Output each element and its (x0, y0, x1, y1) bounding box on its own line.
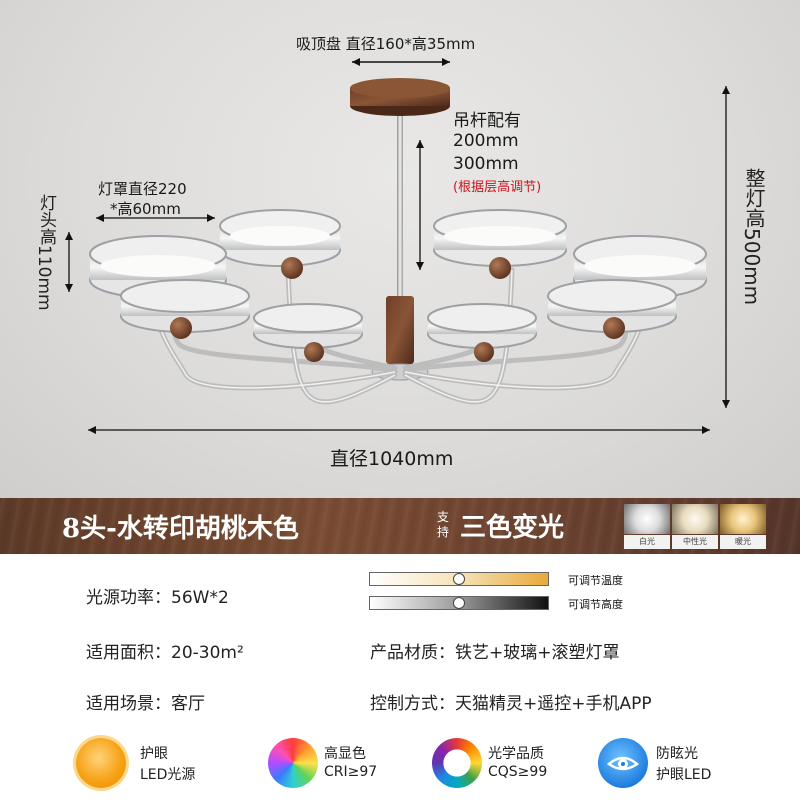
eye-icon (598, 738, 648, 788)
tri-color-label: 三色变光 (460, 513, 565, 543)
spec-control: 控制方式：天猫精灵+遥控+手机APP (370, 694, 652, 714)
sun-icon (76, 738, 126, 788)
product-image: 吸顶盘 直径160*高35mm 吊杆配有 200mm 300mm (根据层高调节… (0, 0, 800, 498)
head-height-label: 灯头高 110mm (34, 194, 56, 311)
spec-scene: 适用场景：客厅 (86, 694, 205, 714)
spec-power: 光源功率：56W*2 (86, 588, 229, 608)
product-variant-title: 8头-水转印胡桃木色 (62, 514, 299, 544)
canopy-dimension-label: 吸顶盘 直径160*高35mm (296, 35, 476, 53)
total-height-label: 整灯高 500mm (740, 168, 766, 306)
temperature-knob (453, 573, 465, 585)
height-knob (453, 597, 465, 609)
support-label: 支持 (437, 510, 450, 539)
lamp-shades (89, 209, 707, 362)
spec-area: 适用面积：20-30m² (86, 643, 244, 663)
title-banner: 8头-水转印胡桃木色 支持 三色变光 白光 中性光 暖光 (0, 498, 800, 554)
height-bar-label: 可调节高度 (568, 598, 623, 611)
spectrum-ring-icon (432, 738, 482, 788)
overall-diameter-label: 直径1040mm (330, 448, 454, 470)
shade-height-label: *高60mm (110, 200, 181, 218)
rod-length-200: 200mm (453, 131, 519, 151)
chandelier-illustration (65, 58, 730, 434)
shade-diameter-label: 灯罩直径220 (98, 180, 187, 198)
temperature-bar-label: 可调节温度 (568, 574, 623, 587)
spec-material: 产品材质：铁艺+玻璃+滚塑灯罩 (370, 643, 620, 663)
rod-note: (根据层高调节) (453, 180, 542, 195)
rod-length-300: 300mm (453, 154, 519, 174)
rod-title: 吊杆配有 (453, 111, 521, 131)
color-wheel-icon (268, 738, 318, 788)
